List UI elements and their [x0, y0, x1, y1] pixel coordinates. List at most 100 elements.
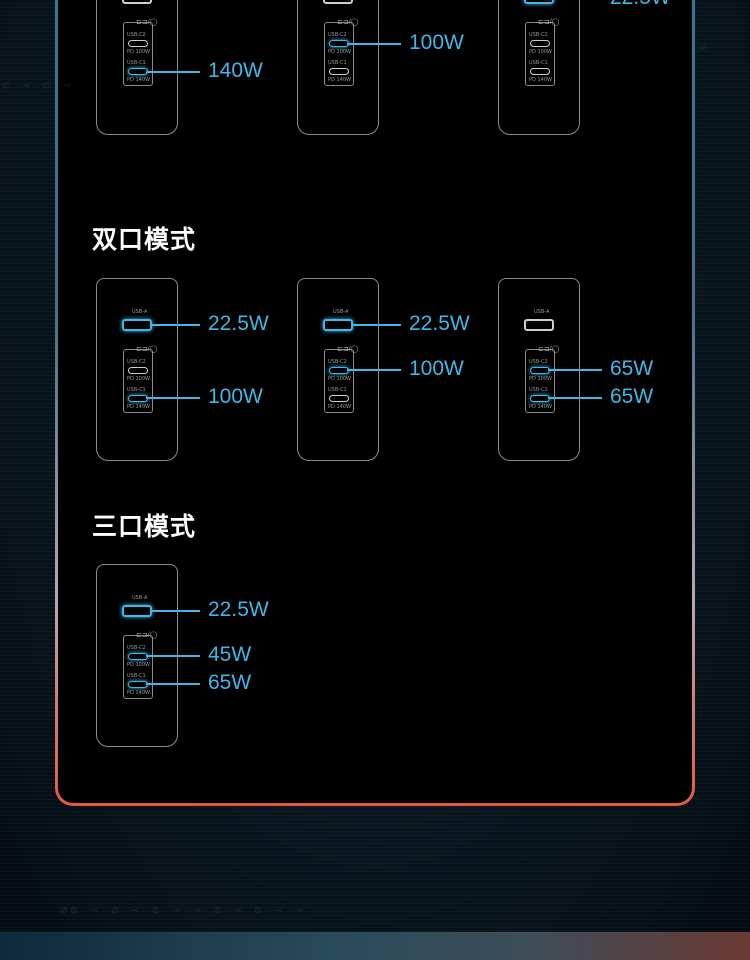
usb-a-port: [323, 319, 353, 331]
power-label-c2: 100W: [409, 357, 464, 380]
port-type-glyph: ⊏⊐/◯: [337, 19, 359, 26]
power-label-c1: 65W: [208, 671, 252, 694]
usb-c2-label: USB-C2: [127, 32, 146, 38]
power-label-c2: 65W: [610, 357, 654, 380]
usb-c-port-group: ⊏⊐/◯ USB-C2 PD 100W USB-C1 PD 140W: [324, 19, 359, 86]
bottom-gradient-strip: [0, 932, 750, 960]
usb-c1-label: USB-C1: [529, 387, 548, 393]
usb-c1-spec: PD 140W: [127, 690, 150, 696]
usb-c1-spec: PD 140W: [328, 404, 351, 410]
leader-line: [146, 655, 200, 657]
usb-c2-port: [329, 40, 349, 47]
usb-c2-port: [329, 367, 349, 374]
charger-diagram: USB-A ⊏⊐/◯ USB-C2 PD 100W USB-C1 PD 140W: [96, 278, 178, 461]
usb-c2-spec: PD 100W: [328, 376, 351, 382]
usb-c2-port: [530, 40, 550, 47]
usb-c2-port: [128, 653, 148, 660]
usb-c1-spec: PD 140W: [529, 404, 552, 410]
leader-line: [347, 369, 401, 371]
usb-c2-spec: PD 100W: [328, 49, 351, 55]
usb-a-port: [122, 319, 152, 331]
decorative-icon-row: ⊘⊘ ⊸ ⊘ ⊸ ⊘ ⊸ ⊸ ⊘ ⊸ ⊘ ⊸ ⊸: [60, 903, 306, 917]
power-label-a: 22.5W: [208, 598, 269, 621]
mode-title-dual: 双口模式: [92, 226, 197, 254]
power-label-c1: 65W: [610, 385, 654, 408]
usb-c2-label: USB-C2: [328, 359, 347, 365]
port-type-glyph: ⊏⊐/◯: [136, 346, 158, 353]
power-label-c1: 140W: [208, 59, 263, 82]
port-type-glyph: ⊏⊐/◯: [136, 19, 158, 26]
usb-c-port-group: ⊏⊐/◯ USB-C2 PD 100W USB-C1 PD 140W: [324, 346, 359, 413]
usb-c2-label: USB-C2: [529, 32, 548, 38]
usb-c2-port: [128, 40, 148, 47]
usb-c1-port: [329, 395, 349, 402]
usb-a-label: USB-A: [132, 595, 148, 601]
leader-line: [347, 43, 401, 45]
usb-a-label: USB-A: [132, 309, 148, 315]
usb-a-label: USB-A: [534, 309, 550, 315]
leader-line: [548, 369, 602, 371]
usb-a-port: [122, 605, 152, 617]
usb-c1-label: USB-C1: [127, 60, 146, 66]
usb-c1-spec: PD 140W: [127, 404, 150, 410]
leader-line: [548, 397, 602, 399]
usb-c2-spec: PD 100W: [529, 49, 552, 55]
power-label-c1: 100W: [208, 385, 263, 408]
leader-line: [146, 71, 200, 73]
usb-c1-port: [128, 68, 148, 75]
usb-c1-label: USB-C1: [529, 60, 548, 66]
power-label-a: 22.5W: [208, 312, 269, 335]
usb-c2-label: USB-C2: [127, 359, 146, 365]
usb-c1-port: [128, 395, 148, 402]
usb-c1-port: [128, 681, 148, 688]
mode-title-triple: 三口模式: [92, 513, 197, 541]
usb-c1-port: [329, 68, 349, 75]
usb-c1-label: USB-C1: [328, 60, 347, 66]
usb-c1-label: USB-C1: [127, 387, 146, 393]
port-type-glyph: ⊏⊐/◯: [538, 19, 560, 26]
leader-line: [151, 324, 200, 326]
decorative-icon-row: ⊘: [700, 40, 711, 54]
leader-line: [146, 683, 200, 685]
usb-c2-spec: PD 100W: [529, 376, 552, 382]
usb-c2-spec: PD 100W: [127, 376, 150, 382]
power-label-a: 22.5W: [610, 0, 671, 9]
usb-c2-port: [530, 367, 550, 374]
port-type-glyph: ⊏⊐/◯: [337, 346, 359, 353]
usb-c2-spec: PD 100W: [127, 662, 150, 668]
usb-c1-port: [530, 68, 550, 75]
usb-a-port: [524, 319, 554, 331]
usb-a-label: USB-A: [333, 309, 349, 315]
leader-line: [146, 397, 200, 399]
usb-a-port: [524, 0, 554, 4]
leader-line: [352, 324, 401, 326]
usb-c1-spec: PD 140W: [328, 77, 351, 83]
usb-c2-port: [128, 367, 148, 374]
power-label-c2: 45W: [208, 643, 252, 666]
usb-c1-label: USB-C1: [328, 387, 347, 393]
usb-c-port-group: ⊏⊐/◯ USB-C2 PD 100W USB-C1 PD 140W: [525, 19, 560, 86]
port-type-glyph: ⊏⊐/◯: [538, 346, 560, 353]
usb-c-port-group: ⊏⊐/◯ USB-C2 PD 100W USB-C1 PD 140W: [525, 346, 560, 413]
power-label-c2: 100W: [409, 31, 464, 54]
usb-c-port-group: ⊏⊐/◯ USB-C2 PD 100W USB-C1 PD 140W: [123, 346, 158, 413]
usb-c2-spec: PD 100W: [127, 49, 150, 55]
port-type-glyph: ⊏⊐/◯: [136, 632, 158, 639]
usb-c1-spec: PD 140W: [127, 77, 150, 83]
usb-a-port: [122, 0, 152, 4]
usb-c1-label: USB-C1: [127, 673, 146, 679]
leader-line: [151, 610, 200, 612]
usb-c1-port: [530, 395, 550, 402]
usb-c2-label: USB-C2: [529, 359, 548, 365]
usb-c1-spec: PD 140W: [529, 77, 552, 83]
usb-c-port-group: ⊏⊐/◯ USB-C2 PD 100W USB-C1 PD 140W: [123, 19, 158, 86]
decorative-icon-row: ⊘ ⊸ ⊘ ⊸: [2, 78, 74, 92]
usb-c2-label: USB-C2: [328, 32, 347, 38]
power-label-a: 22.5W: [409, 312, 470, 335]
usb-a-port: [323, 0, 353, 4]
